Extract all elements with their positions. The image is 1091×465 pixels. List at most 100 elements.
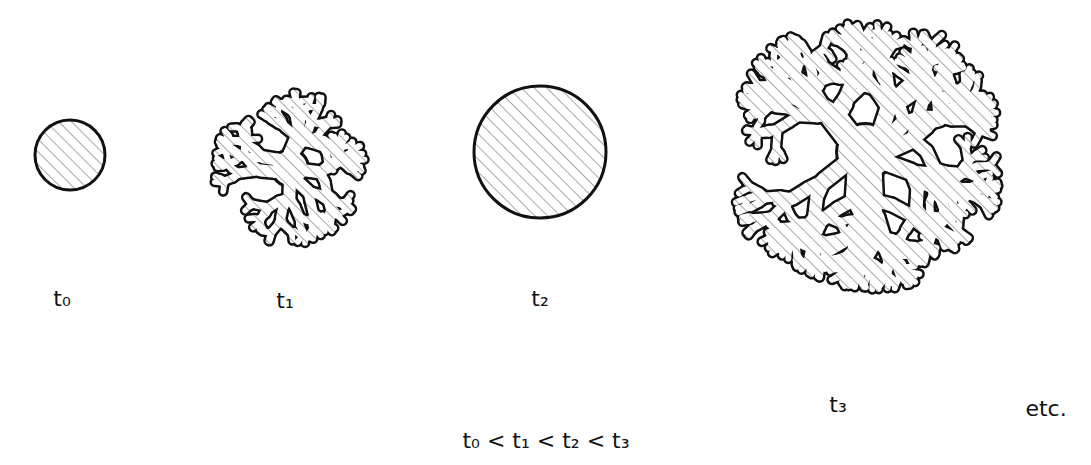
dendrite-outline bbox=[840, 29, 845, 34]
dendrite-fill bbox=[354, 146, 358, 150]
dendrite-outline bbox=[756, 110, 760, 115]
dendrite-outline bbox=[284, 102, 289, 104]
dendrite-outline bbox=[226, 146, 229, 151]
dendrite-outline bbox=[747, 228, 752, 233]
dendrite-outline bbox=[747, 129, 753, 131]
dendrite-outline bbox=[828, 264, 834, 266]
dendrite-outline bbox=[969, 73, 971, 79]
dendrite-fill bbox=[302, 98, 308, 104]
dendrite-outline bbox=[986, 106, 992, 109]
dendrite-outline bbox=[796, 260, 797, 267]
dendrite-outline bbox=[821, 264, 825, 269]
dendrite-outline bbox=[977, 150, 983, 154]
dendrite-fill bbox=[269, 235, 271, 240]
dendrite-outline bbox=[897, 40, 903, 42]
dendrite-outline bbox=[779, 236, 786, 237]
dendrite-fill bbox=[252, 136, 258, 142]
dendrite-outline bbox=[341, 152, 344, 157]
dendrite-outline bbox=[331, 165, 334, 170]
dendrite-fill bbox=[343, 143, 349, 150]
dendrite-outline bbox=[780, 153, 783, 159]
dendrite-outline bbox=[231, 122, 237, 133]
dendrite-fill bbox=[318, 215, 323, 217]
dendrite-outline bbox=[860, 57, 865, 62]
dendrite-outline bbox=[339, 217, 343, 221]
dendrite-outline bbox=[953, 199, 955, 205]
dendrite-outline bbox=[854, 242, 859, 247]
dendrite-outline bbox=[750, 137, 755, 142]
dendrite-outline bbox=[884, 27, 888, 33]
dendrite-outline bbox=[328, 227, 332, 231]
dendrite-outline bbox=[268, 107, 273, 110]
dendrite-fill bbox=[216, 151, 221, 153]
dendrite-outline bbox=[245, 207, 249, 211]
dendrite-outline bbox=[308, 232, 310, 237]
dendrite-outline bbox=[941, 51, 948, 52]
dendrite-outline bbox=[751, 74, 754, 80]
dendrite-outline bbox=[939, 45, 944, 49]
dendrite-outline bbox=[908, 33, 919, 40]
dendrite-outline bbox=[843, 104, 846, 110]
dendrite-outline bbox=[815, 62, 819, 67]
dendrite-fill bbox=[279, 103, 282, 108]
dendrite-outline bbox=[863, 213, 869, 215]
dendrite-outline bbox=[847, 278, 849, 284]
dendrite-outline bbox=[267, 115, 272, 117]
dendrite-outline bbox=[749, 94, 754, 99]
dendrite-outline bbox=[830, 268, 836, 272]
dendrite-outline bbox=[820, 54, 823, 60]
dendrite-outline bbox=[339, 211, 344, 214]
dendrite-outline bbox=[261, 225, 264, 230]
dendrite-outline bbox=[993, 157, 997, 163]
dendrite-fill bbox=[247, 122, 251, 126]
dendrite-outline bbox=[313, 97, 324, 103]
dendrite-outline bbox=[863, 281, 866, 287]
dendrite-outline bbox=[925, 42, 930, 47]
dendrite-outline bbox=[835, 274, 840, 278]
dendrite-outline bbox=[347, 207, 350, 211]
dendrite-outline bbox=[742, 177, 746, 182]
dendrite-outline bbox=[989, 204, 992, 210]
dendrite-outline bbox=[218, 160, 223, 163]
dendrite-outline bbox=[815, 79, 819, 84]
dendrite-fill bbox=[347, 195, 350, 200]
dendrite-outline bbox=[340, 134, 342, 139]
dendrite-outline bbox=[864, 221, 869, 226]
dendrite-fill bbox=[284, 99, 290, 105]
dendrite-fill bbox=[218, 160, 223, 163]
dendrite-outline bbox=[326, 166, 328, 171]
dendrite-outline bbox=[992, 186, 999, 187]
dendrite-outline bbox=[847, 63, 853, 66]
dendrite-outline bbox=[215, 177, 220, 179]
dendrite-outline bbox=[220, 143, 225, 144]
dendrite-outline bbox=[354, 146, 358, 150]
dendrite-outline bbox=[974, 138, 977, 144]
dendrite-fill bbox=[225, 131, 228, 135]
dendrite-outline bbox=[971, 81, 983, 88]
dendrite-outline bbox=[904, 52, 909, 56]
dendrite-outline bbox=[327, 213, 328, 218]
dendrite-outline bbox=[800, 259, 804, 264]
dendrite-outline bbox=[990, 192, 995, 197]
dendrite-outline bbox=[931, 238, 933, 244]
dendrite-outline bbox=[347, 195, 350, 200]
dendrite-fill bbox=[261, 225, 264, 230]
dendrite-outline bbox=[221, 144, 226, 146]
dendrite-outline bbox=[757, 121, 761, 127]
dendrite-outline bbox=[876, 271, 882, 274]
dendrite-fill bbox=[900, 58, 906, 61]
dendrite-outline bbox=[897, 277, 900, 283]
dendrite-fill bbox=[904, 52, 909, 56]
dendrite-outline bbox=[874, 280, 880, 284]
large-disc bbox=[474, 86, 606, 218]
dendrite-outline bbox=[958, 207, 964, 210]
dendrite-outline bbox=[216, 151, 221, 153]
dendrite-fill bbox=[312, 227, 318, 233]
dendrite-outline bbox=[900, 58, 906, 61]
dendrite-outline bbox=[741, 204, 746, 209]
dendrite-outline bbox=[220, 138, 225, 140]
dendrite-outline bbox=[913, 33, 915, 39]
dendrite-outline bbox=[983, 174, 989, 176]
dendrite-outline bbox=[298, 237, 301, 242]
